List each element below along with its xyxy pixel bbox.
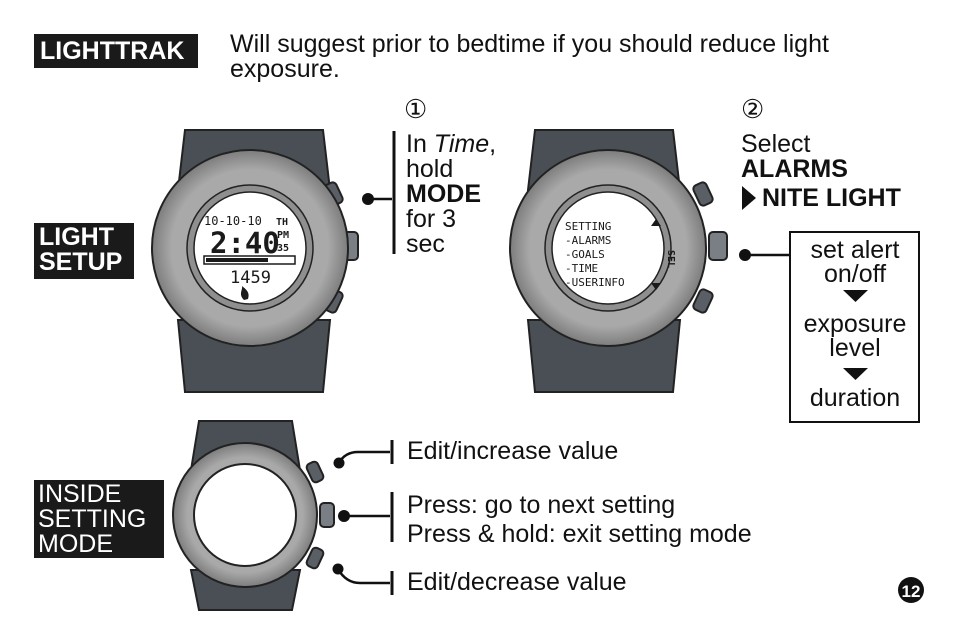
option-exposure-line-1: exposure	[803, 310, 907, 338]
option-set-alert-line-2: on/off	[823, 260, 887, 288]
step-1-instructions: In Time, hold MODE for 3 sec	[406, 132, 496, 257]
option-exposure-line-2: level	[829, 334, 881, 362]
light-setup-tag-line-2: SETUP	[39, 248, 123, 276]
watch-1-date: 10-10-10	[204, 214, 262, 228]
watch-2-button-mid	[708, 231, 728, 261]
bottom-button-action: Edit/decrease value	[407, 568, 627, 596]
step-1-hold: hold	[406, 155, 454, 183]
top-button-action: Edit/increase value	[407, 437, 619, 465]
watch-1-progress-bar	[203, 255, 296, 265]
option-exposure: exposure level	[790, 310, 920, 362]
watch-1-time: 2:40	[210, 226, 280, 260]
step-1-connector	[362, 131, 396, 254]
step-1-comma: ,	[489, 130, 497, 158]
step-2-select: Select	[741, 130, 811, 158]
watch-2-menu-3: -TIME	[565, 262, 598, 275]
flame-icon	[240, 286, 249, 300]
lighttrak-tag: LIGHTTRAK	[34, 34, 198, 68]
watch-3-screen	[193, 463, 297, 567]
watch-1-day: TH	[276, 217, 288, 228]
option-duration: duration	[809, 384, 901, 412]
step-2-nite-light: NITE LIGHT	[762, 184, 901, 212]
light-setup-tag-line-1: LIGHT	[39, 223, 114, 251]
option-set-alert: set alert on/off	[790, 236, 920, 288]
arrow-down-2-icon	[843, 368, 868, 380]
lighttrak-line-1: Will suggest prior to bedtime if you sho…	[230, 30, 829, 58]
watch-2-sel: SEL	[665, 250, 676, 268]
page-number: 12	[902, 582, 921, 601]
watch-1-pm: PM	[277, 230, 289, 241]
watch-2-menu-4: -USERINFO	[565, 276, 625, 289]
step-1-for: for 3	[406, 205, 457, 233]
watch-3-button-bottom	[305, 546, 325, 570]
watch-2-button-top	[692, 181, 714, 207]
watch-3-button-mid	[319, 502, 335, 528]
step-2-number: ②	[741, 94, 765, 124]
inside-setting-tag: INSIDE SETTING MODE	[34, 480, 164, 558]
watch-1-steps: 1459	[230, 268, 271, 288]
watch-2-screen	[551, 191, 665, 305]
step-1-line-1: In Time,	[406, 132, 496, 157]
watch-2-menu-1: -ALARMS	[565, 234, 611, 247]
step-2-alarms: ALARMS	[741, 155, 848, 183]
watch-1-screen	[193, 191, 307, 305]
scroll-down-icon	[651, 283, 661, 290]
lighttrak-description: Will suggest prior to bedtime if you sho…	[230, 32, 829, 82]
increase-connector	[333, 440, 394, 469]
step-1-sec: sec	[406, 230, 445, 258]
watch-2-menu-2: -GOALS	[565, 248, 605, 261]
watch-1: 10-10-10 TH 2:40 PM 35 1459	[151, 129, 359, 393]
step-1-time: Time	[433, 130, 490, 158]
lighttrak-tag-label: LIGHTTRAK	[40, 37, 185, 65]
nite-light-arrow-icon	[742, 186, 756, 210]
step-2-instructions: Select ALARMS	[741, 132, 848, 182]
middle-button-actions: Press: go to next setting Press & hold: …	[407, 491, 752, 549]
inside-setting-tag-line-2: SETTING	[38, 505, 147, 533]
watch-1-seconds: 35	[277, 243, 289, 254]
middle-button-hold: Press & hold: exit setting mode	[407, 520, 752, 548]
watch-1-progress-fill	[206, 258, 268, 262]
watch-2-menu-0: SETTING	[565, 220, 611, 233]
decrease-connector	[332, 563, 394, 595]
option-set-alert-line-1: set alert	[810, 236, 900, 264]
step-1-in: In	[406, 130, 434, 158]
page-number-badge	[898, 577, 924, 603]
inside-setting-tag-line-1: INSIDE	[38, 480, 122, 508]
watch-2-button-bottom	[692, 288, 714, 314]
inside-setting-tag-line-3: MODE	[38, 530, 113, 558]
middle-button-press: Press: go to next setting	[407, 491, 676, 519]
arrow-down-1-icon	[843, 290, 868, 302]
next-setting-connector	[338, 492, 394, 542]
step-1-number: ①	[404, 94, 428, 124]
light-setup-tag: LIGHT SETUP	[34, 223, 134, 279]
watch-3	[172, 420, 335, 611]
watch-2: SETTING -ALARMS -GOALS -TIME -USERINFO S…	[509, 129, 728, 393]
lighttrak-line-2: exposure.	[230, 55, 340, 83]
watch-3-button-top	[305, 460, 325, 484]
scroll-up-icon	[651, 219, 661, 226]
options-box	[789, 231, 920, 423]
step-2-connector	[739, 249, 789, 261]
step-1-mode: MODE	[406, 180, 481, 208]
